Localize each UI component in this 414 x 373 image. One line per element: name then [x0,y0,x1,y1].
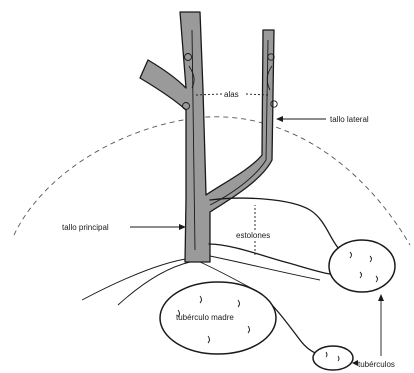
label-alas: alas [224,90,239,99]
tallo-lateral-arrowhead [276,116,283,122]
label-tallo-principal: tallo principal [62,223,109,232]
tuberculos-arrowhead-up [378,294,384,301]
stolon-right [210,198,340,250]
tuber-right [329,240,395,292]
main-stem [140,12,274,262]
label-tallo-lateral: tallo lateral [330,115,369,124]
label-estolones: estolones [236,231,270,240]
label-tuberculo-madre: tubérculo madre [176,313,234,322]
label-tuberculos: tubérculos [358,360,395,369]
tuber-bottom [313,346,353,370]
